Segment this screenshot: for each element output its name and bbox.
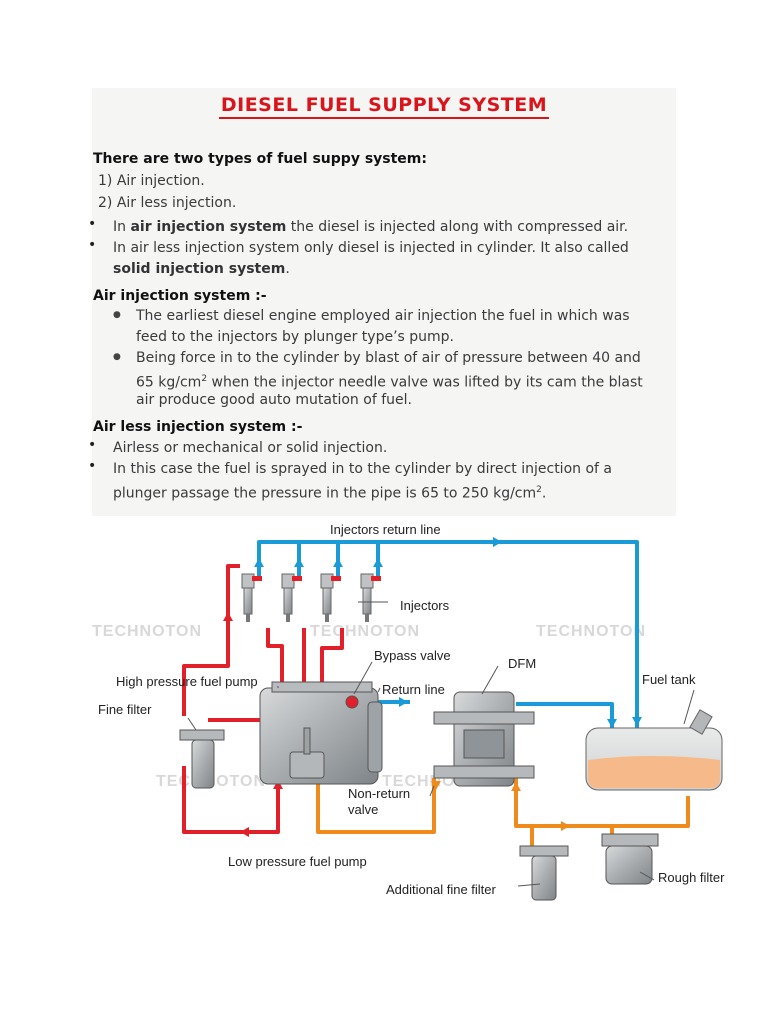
- label-fuel-tank: Fuel tank: [642, 672, 696, 687]
- injectors: [241, 573, 381, 622]
- airless-injection-heading: Air less injection system :-: [93, 419, 303, 435]
- flow-arrow: [373, 558, 383, 567]
- flow-arrow: [240, 827, 249, 837]
- bullet-airless-line2: solid injection system.: [113, 261, 290, 277]
- page-title-text: DIESEL FUEL SUPPLY SYSTEM: [218, 94, 550, 119]
- page-title: DIESEL FUEL SUPPLY SYSTEM: [0, 94, 768, 119]
- bullet-icon: ●: [113, 310, 121, 320]
- additional-fine-filter: [519, 845, 569, 901]
- flow-arrow: [223, 612, 233, 621]
- bullet-air-injection: In air injection system the diesel is in…: [113, 219, 629, 235]
- bullet-icon: ●: [113, 352, 121, 362]
- label-non-return-valve-line1: Non-return: [348, 786, 410, 801]
- dfm-meter: [433, 691, 535, 787]
- airless-p1: Airless or mechanical or solid injection…: [113, 440, 388, 456]
- flow-arrow: [493, 537, 502, 547]
- label-return-line: Return line: [382, 682, 445, 697]
- label-additional-fine-filter: Additional fine filter: [386, 882, 497, 897]
- air-injection-p2-line1: Being force in to the cylinder by blast …: [136, 350, 641, 366]
- air-injection-p2-line2: 65 kg/cm2 when the injector needle valve…: [136, 374, 643, 391]
- flow-arrow: [254, 558, 264, 567]
- leader-lines: [187, 601, 695, 887]
- flow-arrow: [632, 717, 642, 726]
- flow-arrow: [431, 781, 441, 790]
- high-pressure-lines: [182, 564, 344, 834]
- bullet-icon: •: [88, 237, 97, 253]
- flow-arrow: [561, 821, 570, 831]
- air-injection-p1-line1: The earliest diesel engine employed air …: [136, 308, 630, 324]
- bullet-icon: •: [88, 458, 97, 474]
- air-injection-p1-line2: feed to the injectors by plunger type’s …: [136, 329, 454, 345]
- label-low-pressure-pump: Low pressure fuel pump: [228, 854, 367, 869]
- label-dfm: DFM: [508, 656, 536, 671]
- fuel-system-diagram: TECHNOTON TECHNOTON TECHNOTON TECHNOTON …: [92, 516, 752, 916]
- flow-arrow: [294, 558, 304, 567]
- label-injectors: Injectors: [400, 598, 450, 613]
- rough-filter: [601, 833, 659, 885]
- intro-item-1: 1) Air injection.: [98, 173, 205, 189]
- label-bypass-valve: Bypass valve: [374, 648, 451, 663]
- air-injection-heading: Air injection system :-: [93, 288, 267, 304]
- bullet-airless-line1: In air less injection system only diesel…: [113, 240, 629, 256]
- watermark: TECHNOTON: [92, 623, 202, 640]
- airless-p2-line1: In this case the fuel is sprayed in to t…: [113, 461, 612, 477]
- watermark: TECHNOTON: [536, 623, 646, 640]
- document-sheet: [92, 88, 676, 516]
- flow-arrow: [333, 558, 343, 567]
- bullet-icon: •: [88, 437, 97, 453]
- flow-arrow: [607, 719, 617, 728]
- diagram-background: [92, 516, 752, 916]
- label-injectors-return-line: Injectors return line: [330, 522, 441, 537]
- fine-filter: [179, 729, 225, 789]
- low-pressure-lines: [316, 776, 690, 848]
- flow-arrow: [399, 697, 408, 707]
- label-non-return-valve-line2: valve: [348, 802, 378, 817]
- label-fine-filter: Fine filter: [98, 702, 152, 717]
- bullet-icon: •: [88, 216, 97, 232]
- air-injection-p2-line3: air produce good auto mutation of fuel.: [136, 392, 412, 408]
- airless-p2-line2: plunger passage the pressure in the pipe…: [113, 485, 547, 502]
- intro-item-2: 2) Air less injection.: [98, 195, 237, 211]
- watermark: TECHNOTON: [310, 623, 420, 640]
- intro-heading: There are two types of fuel suppy system…: [93, 151, 427, 167]
- fuel-tank: [585, 709, 723, 791]
- label-high-pressure-pump: High pressure fuel pump: [116, 674, 258, 689]
- label-rough-filter: Rough filter: [658, 870, 725, 885]
- high-pressure-pump: [259, 681, 383, 785]
- flow-arrow: [511, 782, 521, 791]
